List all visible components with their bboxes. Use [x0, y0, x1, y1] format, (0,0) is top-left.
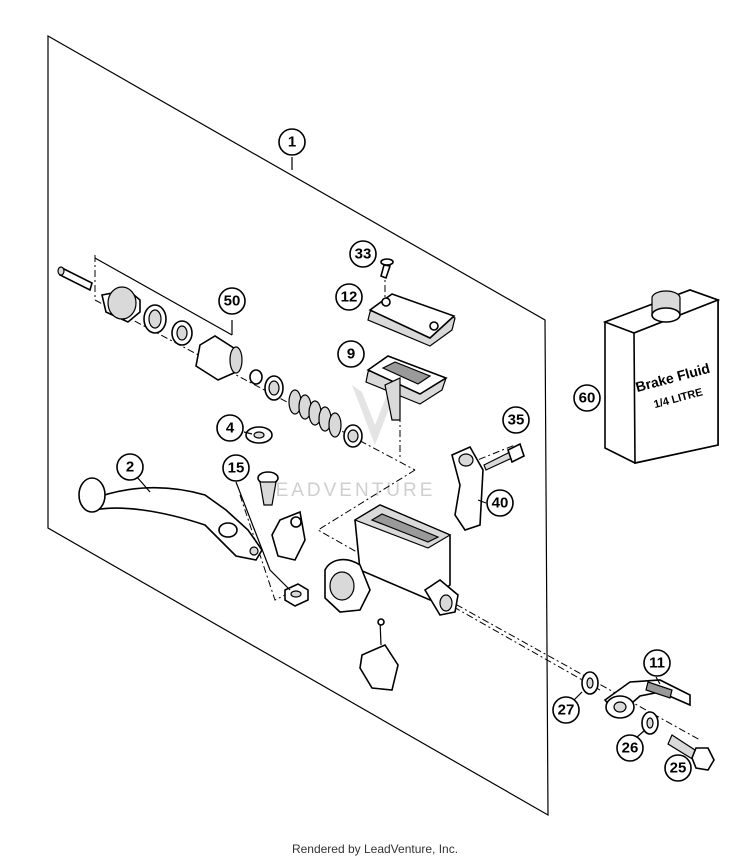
leader-40 [477, 499, 487, 504]
clamp-screw [483, 442, 525, 471]
reservoir-diaphragm [365, 355, 448, 421]
leader-2 [136, 476, 151, 493]
reservoir-cap [367, 293, 456, 347]
cover-screw [380, 258, 394, 280]
callout-27: 27 [552, 696, 580, 724]
svg-text:12: 12 [341, 289, 358, 306]
callout-1: 1 [278, 128, 306, 156]
svg-text:50: 50 [224, 293, 241, 310]
watermark-text: LEADVENTURE [262, 480, 435, 501]
brake-hose [603, 679, 691, 719]
brake-lever [78, 477, 263, 561]
callout-12: 12 [335, 283, 363, 311]
callout-26: 26 [616, 734, 644, 762]
callout-2: 2 [116, 453, 144, 481]
callout-15: 15 [222, 454, 250, 482]
footer-credit: Rendered by LeadVenture, Inc. [291, 842, 459, 856]
svg-text:33: 33 [355, 246, 372, 263]
callout-9: 9 [337, 340, 365, 368]
leader-11 [655, 676, 661, 685]
svg-text:15: 15 [228, 460, 245, 477]
svg-text:9: 9 [347, 346, 355, 363]
svg-text:1: 1 [288, 134, 296, 151]
callout-33: 33 [349, 240, 377, 268]
callout-11: 11 [643, 649, 671, 677]
handlebar-clamp [451, 445, 484, 531]
callout-25: 25 [664, 754, 692, 782]
callout-40: 40 [486, 489, 514, 517]
brake-switch [359, 618, 399, 691]
svg-text:2: 2 [126, 459, 134, 476]
leader-15 [235, 481, 291, 591]
banjo-washer [581, 671, 599, 695]
banjo-bolt [667, 734, 715, 771]
svg-text:27: 27 [558, 702, 575, 719]
callout-35: 35 [502, 406, 530, 434]
pivot-bolt [257, 471, 309, 607]
svg-text:35: 35 [508, 412, 525, 429]
callout-60: 60 [573, 384, 601, 412]
axis-main [317, 469, 601, 691]
watermark: LEADVENTURE [262, 385, 435, 501]
svg-text:11: 11 [649, 655, 665, 672]
callout-4: 4 [216, 414, 244, 442]
leader-27 [573, 691, 583, 701]
master-cylinder-body [324, 504, 459, 616]
svg-text:40: 40 [492, 495, 509, 512]
assembly-outline [47, 34, 549, 817]
svg-text:60: 60 [579, 390, 596, 407]
banjo-washer-2 [641, 711, 659, 735]
callout-50: 50 [218, 287, 246, 315]
brake-fluid-bottle: Brake Fluid 1/4 LITRE [602, 289, 721, 464]
washer [245, 426, 273, 444]
svg-text:26: 26 [622, 740, 639, 757]
svg-text:25: 25 [670, 760, 687, 777]
leader-4 [243, 431, 253, 435]
piston-kit [57, 257, 363, 448]
axis-screw [464, 444, 516, 466]
svg-text:4: 4 [226, 420, 235, 437]
